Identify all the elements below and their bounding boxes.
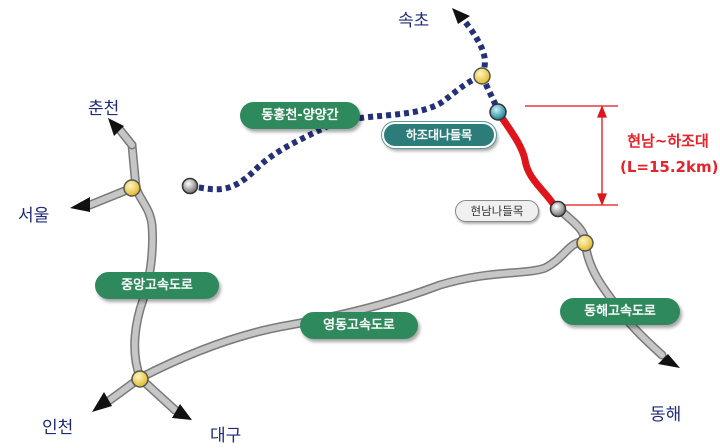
- city-label-sokcho: 속초: [398, 11, 430, 31]
- junction-icon: [576, 234, 594, 252]
- interchange-label-hyeonnam: 현남나들목: [455, 200, 539, 222]
- road-label-donghae: 동해고속도로: [560, 298, 680, 325]
- junction-icon: [123, 179, 141, 197]
- city-label-daegu: 대구: [210, 426, 242, 446]
- interchange-label-hajodae: 하조대나들목: [381, 121, 497, 149]
- city-label-incheon: 인천: [42, 418, 74, 438]
- road-label-yeongdong: 영동고속도로: [300, 312, 418, 339]
- interchange-icon: [549, 200, 567, 218]
- road-label-jungang: 중앙고속도로: [95, 272, 219, 299]
- section-hyeonnam-hajodae: [494, 108, 560, 212]
- city-label-chuncheon: 춘천: [88, 99, 120, 119]
- road-label-donghongcheon-yangyang: 동홍천-양양간: [240, 102, 360, 129]
- interchange-icon: [181, 177, 199, 195]
- dimension-bracket-icon: [525, 105, 618, 206]
- city-label-seoul: 서울: [18, 206, 50, 226]
- section-length: (L=15.2km): [620, 158, 719, 176]
- section-name: 현남~하조대: [627, 132, 709, 150]
- route-donghongcheon-yangyang: [189, 73, 484, 193]
- arrow-icon: [70, 8, 680, 420]
- junction-icon: [473, 67, 491, 85]
- road-donghae: [553, 203, 667, 360]
- interchange-icon: [489, 103, 507, 121]
- city-label-donghae: 동해: [650, 405, 682, 425]
- junction-icon: [131, 370, 149, 388]
